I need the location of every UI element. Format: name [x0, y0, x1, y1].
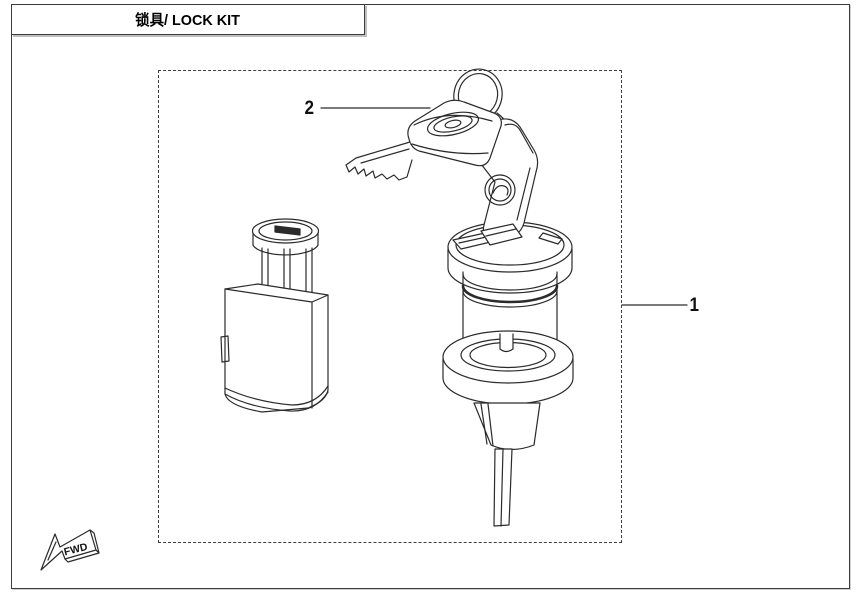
parts-group-boundary [158, 70, 622, 543]
page-border [11, 4, 850, 589]
page-title: 锁具/ LOCK KIT [135, 12, 241, 29]
ignition-switch-art [442, 221, 574, 527]
fwd-arrow-icon: FWD [40, 529, 100, 571]
key-art [345, 99, 502, 181]
lock-cylinder-art [220, 218, 329, 413]
page-title-box: 锁具/ LOCK KIT [11, 4, 365, 35]
callout-number-1: 1 [689, 295, 700, 316]
callout-number-2: 2 [304, 98, 315, 119]
callout-lines [320, 107, 688, 306]
fwd-label: FWD [63, 541, 90, 559]
